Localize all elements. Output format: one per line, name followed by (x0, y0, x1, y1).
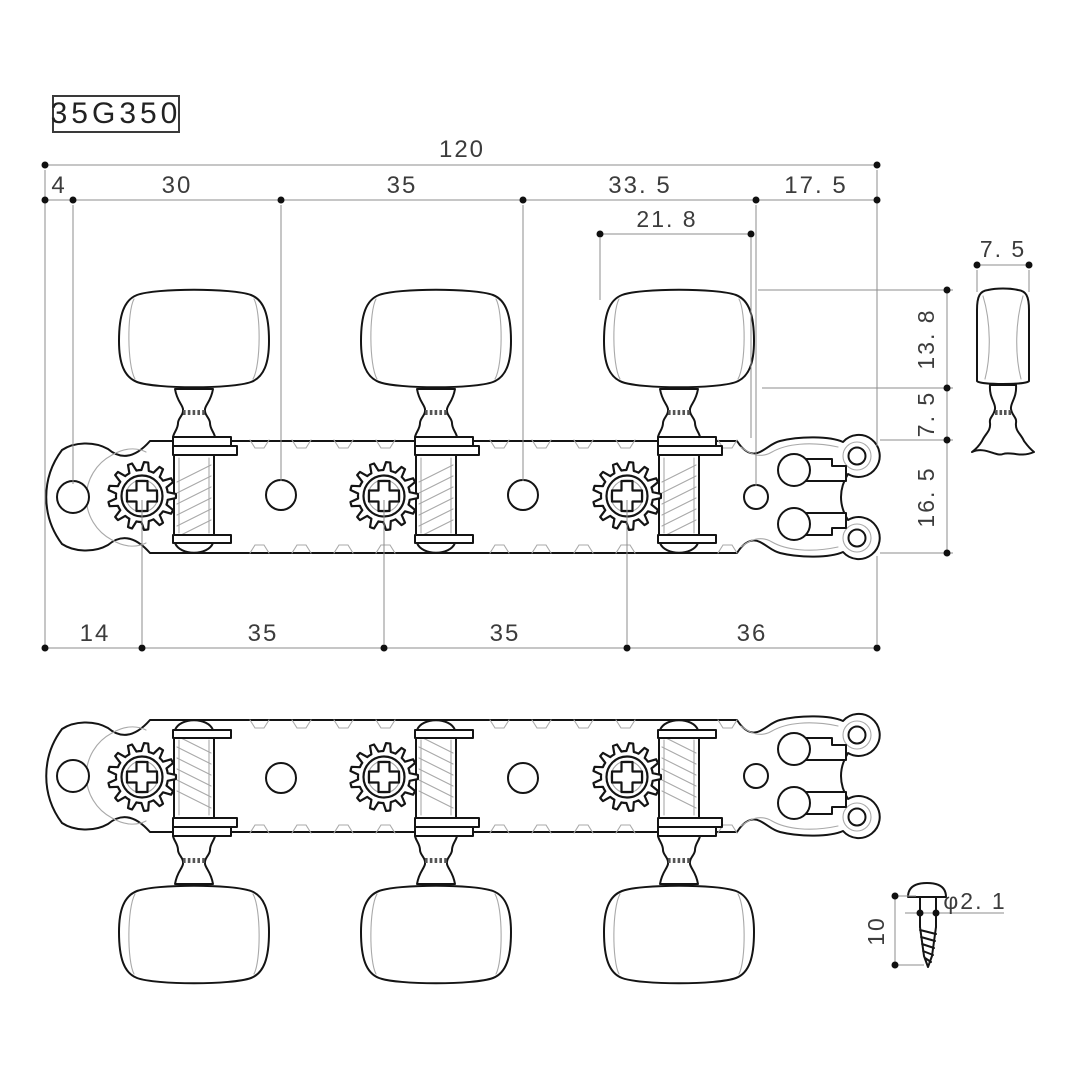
dim-post-to-edge-left: 14 (80, 620, 111, 647)
dim-hole-spacing-1: 30 (162, 172, 193, 199)
dim-hole-to-edge: 17. 5 (784, 172, 847, 199)
dim-screw-length: 10 (863, 916, 889, 946)
dim-screw-diameter: φ2. 1 (943, 888, 1006, 914)
dim-post-to-edge-right: 36 (737, 620, 768, 647)
dim-button-length: 21. 8 (636, 206, 697, 232)
part-label: 35G350 (51, 95, 182, 133)
dim-shaft-height: 7. 5 (913, 391, 939, 437)
dim-post-spacing-2: 35 (490, 620, 521, 647)
dim-plate-width: 16. 5 (913, 466, 939, 527)
dim-button-thickness: 7. 5 (980, 236, 1026, 262)
button-side-outline (976, 287, 1030, 385)
dim-hole-spacing-3: 33. 5 (608, 172, 671, 199)
dim-overall-width: 120 (439, 136, 485, 163)
screw-threads (919, 926, 937, 968)
dim-button-height: 13. 8 (913, 308, 939, 369)
button-side-view: 7. 5 (971, 236, 1035, 456)
dim-edge-to-hole: 4 (51, 172, 66, 199)
dim-hole-spacing-2: 35 (387, 172, 418, 199)
screw-head (907, 882, 947, 898)
dimensions-bottom: 14 35 35 36 (41, 500, 881, 652)
dimensions-right: 13. 8 7. 5 16. 5 (758, 286, 953, 557)
button-side-stamp (995, 410, 1012, 415)
assembly-view-top (45, 288, 881, 561)
dim-post-spacing-1: 35 (248, 620, 279, 647)
dimensions-top: 120 4 30 35 33. 5 17. 5 21. 8 (41, 136, 881, 648)
screw-detail: 10 φ2. 1 (863, 882, 1006, 969)
button-side-waist-lines (982, 295, 1024, 380)
assembly-view-bottom (45, 712, 881, 985)
button-side-stem (971, 384, 1035, 456)
part-number-text: 35G350 (51, 97, 182, 130)
